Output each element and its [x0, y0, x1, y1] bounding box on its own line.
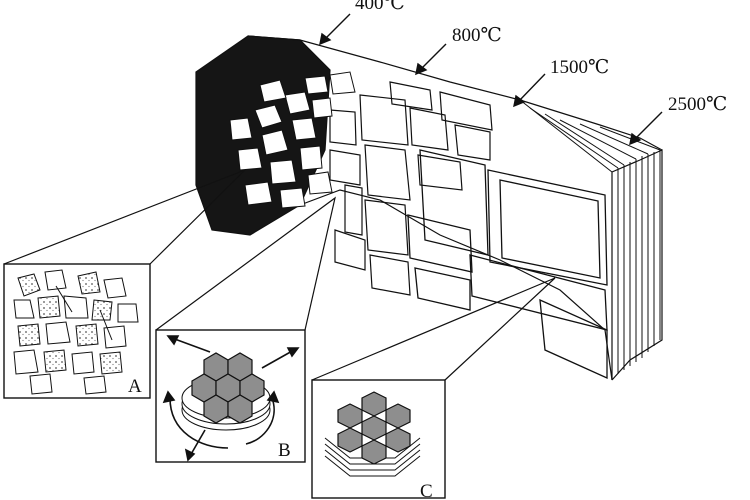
graphite-sheets — [519, 99, 661, 380]
temperature-label-800: 800℃ — [452, 25, 502, 46]
arrow-2500 — [633, 111, 663, 141]
temperature-label-2500: 2500℃ — [668, 94, 728, 115]
large-flakes — [407, 149, 608, 380]
temperature-arrows — [319, 13, 663, 146]
panel-b-letter: B — [278, 440, 291, 461]
block-front-edge — [299, 189, 613, 381]
small-grains — [229, 71, 356, 209]
panel-a: A — [3, 263, 151, 399]
panel-c: C — [311, 379, 446, 500]
callout-c-lines — [311, 277, 556, 381]
temperature-label-400: 400℃ — [355, 0, 405, 14]
random-crystallites — [13, 269, 139, 395]
temperature-label-1500: 1500℃ — [550, 57, 610, 78]
panel-c-letter: C — [420, 481, 433, 500]
arrow-1500 — [517, 73, 546, 103]
callout-a-lines — [3, 169, 246, 265]
rotation-arrows — [162, 335, 300, 462]
panel-b: B — [155, 329, 306, 463]
carbon-block — [195, 35, 663, 381]
arrow-800 — [419, 43, 447, 71]
medium-flakes — [329, 81, 493, 296]
hexagonal-layer-c — [337, 391, 411, 465]
hexagonal-layer-b — [191, 352, 265, 424]
callout-b-lines — [155, 196, 336, 331]
arrow-400 — [323, 13, 351, 41]
panel-a-letter: A — [128, 376, 142, 397]
callout-lines — [3, 169, 556, 381]
